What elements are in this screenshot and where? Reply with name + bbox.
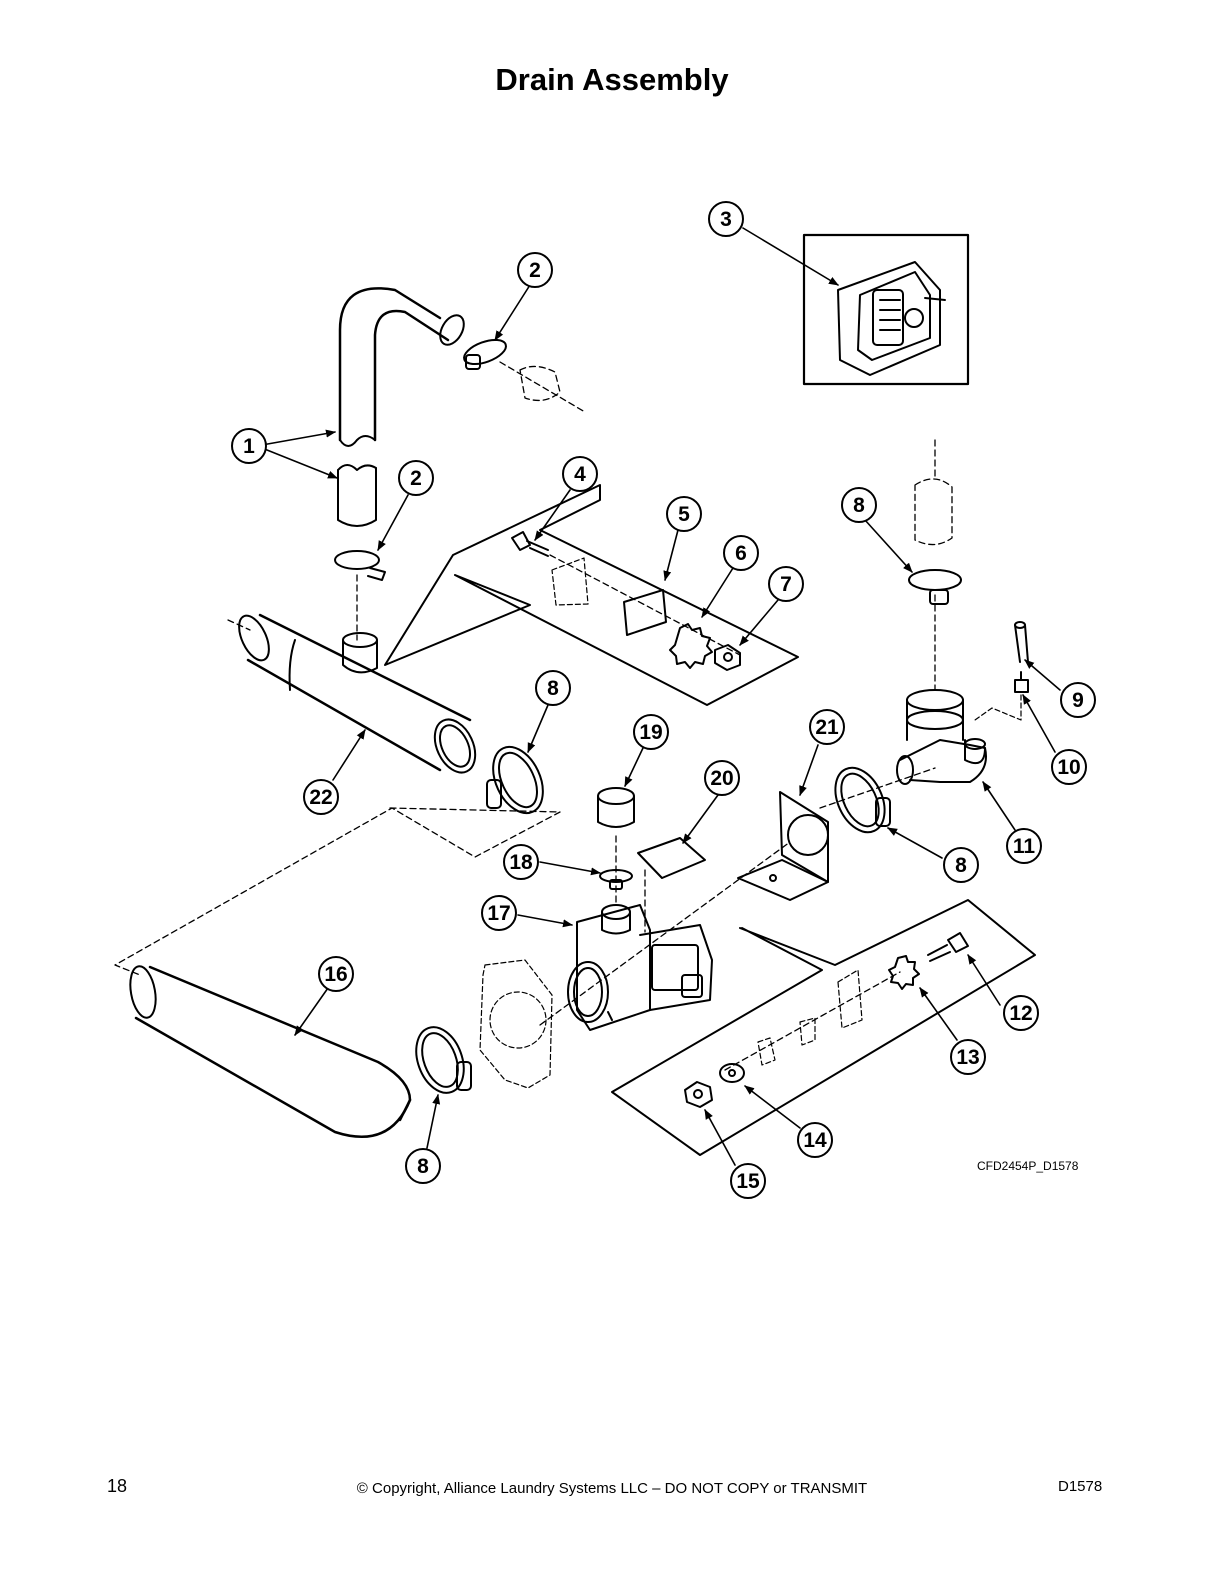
svg-text:6: 6 — [735, 542, 747, 565]
svg-text:9: 9 — [1072, 689, 1084, 712]
svg-text:8: 8 — [853, 494, 865, 517]
lower-hardware-drawing — [684, 932, 969, 1108]
callout-2-upper: 2 — [517, 252, 553, 288]
lower-hose-drawing — [337, 464, 377, 527]
drawing-code: CFD2454P_D1578 — [977, 1159, 1079, 1173]
svg-text:3: 3 — [720, 208, 732, 231]
svg-text:8: 8 — [955, 854, 967, 877]
upper-clamp-drawing — [463, 338, 507, 370]
svg-text:10: 10 — [1057, 756, 1080, 779]
callouts: 1 2 2 3 4 5 6 7 8 8 8 8 9 10 11 12 13 14… — [231, 201, 1096, 1199]
callout-7: 7 — [768, 566, 804, 602]
svg-text:14: 14 — [803, 1129, 827, 1152]
callout-18: 18 — [503, 844, 539, 880]
svg-text:4: 4 — [574, 463, 586, 486]
drain-pipe-tee-drawing — [238, 613, 477, 774]
svg-text:19: 19 — [639, 721, 662, 744]
svg-text:16: 16 — [324, 963, 347, 986]
callout-8-pipe22: 8 — [535, 670, 571, 706]
svg-text:2: 2 — [410, 467, 422, 490]
drain-valve-17-drawing — [567, 904, 713, 1031]
bracket-21-drawing — [737, 791, 829, 901]
svg-text:20: 20 — [710, 767, 733, 790]
callout-13: 13 — [950, 1039, 986, 1075]
upper-hose-drawing — [338, 287, 465, 447]
callout-15: 15 — [730, 1163, 766, 1199]
callout-14: 14 — [797, 1122, 833, 1158]
svg-text:22: 22 — [309, 786, 332, 809]
callout-2-lower: 2 — [398, 460, 434, 496]
callout-17: 17 — [481, 895, 517, 931]
wire-9-cap-10-drawing — [974, 621, 1029, 721]
clamp-8-lower-drawing — [415, 1026, 472, 1094]
svg-text:8: 8 — [547, 677, 559, 700]
bracket-hardware-drawing — [511, 531, 741, 671]
svg-text:12: 12 — [1009, 1002, 1032, 1025]
callout-leaders — [261, 227, 1061, 1166]
svg-text:7: 7 — [780, 573, 792, 596]
svg-text:17: 17 — [487, 902, 510, 925]
cover-20-drawing — [637, 837, 706, 879]
callout-8-right: 8 — [943, 847, 979, 883]
pump-motor-drawing — [837, 261, 946, 376]
callout-22: 22 — [303, 779, 339, 815]
callout-4: 4 — [562, 456, 598, 492]
callout-1: 1 — [231, 428, 267, 464]
svg-text:1: 1 — [243, 435, 255, 458]
callout-11: 11 — [1006, 828, 1042, 864]
callout-20: 20 — [704, 760, 740, 796]
callout-6: 6 — [723, 535, 759, 571]
callout-19: 19 — [633, 714, 669, 750]
callout-10: 10 — [1051, 749, 1087, 785]
callout-8-lower: 8 — [405, 1148, 441, 1184]
lower-clamp-drawing — [334, 550, 386, 581]
callout-5: 5 — [666, 496, 702, 532]
svg-text:15: 15 — [736, 1170, 760, 1193]
svg-text:2: 2 — [529, 259, 541, 282]
svg-text:18: 18 — [509, 851, 533, 874]
clamp-8-right-drawing — [834, 766, 891, 834]
svg-text:8: 8 — [417, 1155, 429, 1178]
svg-text:5: 5 — [678, 503, 690, 526]
filter-19-drawing — [597, 787, 635, 828]
callout-8-upper-right: 8 — [841, 487, 877, 523]
elbow-housing-drawing — [896, 689, 987, 785]
callout-9: 9 — [1060, 682, 1096, 718]
document-number: D1578 — [1058, 1478, 1103, 1495]
page-title: Drain Assembly — [495, 62, 729, 97]
svg-text:21: 21 — [815, 716, 839, 739]
callout-3: 3 — [708, 201, 744, 237]
svg-text:13: 13 — [956, 1046, 979, 1069]
clamp-8-upper-right-drawing — [908, 569, 962, 605]
page-number: 18 — [107, 1476, 128, 1496]
svg-text:11: 11 — [1013, 835, 1036, 858]
callout-16: 16 — [318, 956, 354, 992]
hose-16-drawing — [129, 965, 412, 1139]
clamp-8-pipe22-drawing — [486, 745, 544, 815]
copyright-notice: © Copyright, Alliance Laundry Systems LL… — [356, 1480, 868, 1497]
callout-21: 21 — [809, 709, 845, 745]
callout-12: 12 — [1003, 995, 1039, 1031]
